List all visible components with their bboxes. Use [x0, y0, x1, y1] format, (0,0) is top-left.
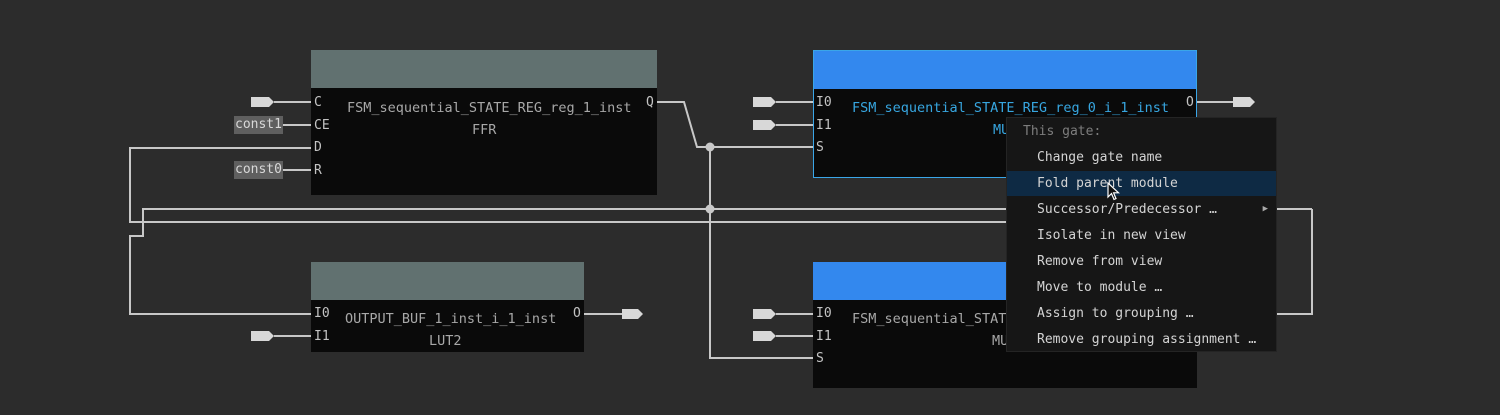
- menu-item-remove-from-view[interactable]: Remove from view: [1007, 249, 1276, 274]
- output-port-icon: [1233, 97, 1255, 107]
- net-junction: [705, 204, 715, 214]
- gate-type: MU: [992, 333, 1009, 349]
- pin-d[interactable]: D: [314, 140, 322, 155]
- pin-s[interactable]: S: [816, 140, 824, 155]
- pin-o[interactable]: O: [573, 306, 581, 321]
- input-port-icon: [753, 331, 776, 341]
- input-port-icon: [753, 120, 776, 130]
- menu-item-remove-grouping-assignment[interactable]: Remove grouping assignment …: [1007, 327, 1276, 352]
- menu-item-successor-predecessor[interactable]: Successor/Predecessor … ▶: [1007, 197, 1276, 222]
- menu-item-change-gate-name[interactable]: Change gate name: [1007, 145, 1276, 170]
- gate-ffr[interactable]: C CE D R FSM_sequential_STATE_REG_reg_1_…: [311, 50, 657, 195]
- menu-item-label: Successor/Predecessor …: [1037, 202, 1218, 217]
- gate-mux-top[interactable]: I0 I1 S FSM_sequential_STATE_REG_reg_0_i…: [813, 50, 1197, 178]
- pin-i0[interactable]: I0: [816, 95, 832, 110]
- menu-item-label: Move to module …: [1037, 280, 1163, 295]
- output-port-icon: [622, 309, 643, 319]
- pin-i0[interactable]: I0: [314, 306, 330, 321]
- gate-header: [814, 51, 1196, 89]
- gate-type: LUT2: [429, 333, 462, 349]
- context-menu-header: This gate:: [1023, 124, 1102, 139]
- const1-label: const1: [234, 116, 283, 134]
- pin-ce[interactable]: CE: [314, 118, 330, 133]
- menu-item-isolate-in-new-view[interactable]: Isolate in new view: [1007, 223, 1276, 248]
- net-ffr-d: [129, 147, 1006, 223]
- input-port-icon: [753, 309, 776, 319]
- gate-type: MU: [993, 122, 1010, 138]
- menu-item-label: Assign to grouping …: [1037, 306, 1194, 321]
- const0-label: const0: [234, 161, 283, 179]
- pin-i1[interactable]: I1: [816, 118, 832, 133]
- pin-i1[interactable]: I1: [314, 329, 330, 344]
- gate-type: FFR: [472, 122, 497, 138]
- chevron-right-icon: ▶: [1262, 204, 1268, 214]
- gate-name: FSM_sequential_STATE_REG_reg_1_inst: [347, 100, 632, 116]
- net-q-vertical: [709, 147, 813, 359]
- pin-i1[interactable]: I1: [816, 329, 832, 344]
- gate-header: [311, 262, 584, 300]
- pin-c[interactable]: C: [314, 95, 322, 110]
- pin-o[interactable]: O: [1186, 95, 1194, 110]
- pin-i0[interactable]: I0: [816, 306, 832, 321]
- input-port-icon: [251, 97, 274, 107]
- context-menu[interactable]: This gate: Change gate name Fold parent …: [1006, 117, 1277, 352]
- gate-name: FSM_sequential_STATE_REG_reg_0_i_1_inst: [852, 100, 1169, 116]
- menu-item-assign-to-grouping[interactable]: Assign to grouping …: [1007, 301, 1276, 326]
- net-right-ext: [1277, 209, 1313, 315]
- pin-s[interactable]: S: [816, 351, 824, 366]
- gate-header: [311, 50, 657, 88]
- net-lut-i0: [129, 208, 1006, 315]
- menu-item-move-to-module[interactable]: Move to module …: [1007, 275, 1276, 300]
- menu-item-label: Isolate in new view: [1037, 228, 1186, 243]
- menu-item-label: Remove from view: [1037, 254, 1163, 269]
- pin-q[interactable]: Q: [646, 95, 654, 110]
- menu-item-label: Remove grouping assignment …: [1037, 332, 1257, 347]
- menu-item-fold-parent-module[interactable]: Fold parent module: [1007, 171, 1276, 196]
- pin-r[interactable]: R: [314, 163, 322, 178]
- input-port-icon: [251, 331, 274, 341]
- gate-name: OUTPUT_BUF_1_inst_i_1_inst: [345, 311, 557, 327]
- input-port-icon: [753, 97, 776, 107]
- gate-lut2[interactable]: I0 I1 OUTPUT_BUF_1_inst_i_1_inst LUT2 O: [311, 262, 584, 352]
- net-junction: [705, 142, 715, 152]
- mouse-cursor-icon: [1107, 182, 1121, 201]
- net-ffr-q: [657, 101, 813, 148]
- menu-item-label: Change gate name: [1037, 150, 1163, 165]
- gate-name: FSM_sequential_STATE: [852, 311, 1015, 327]
